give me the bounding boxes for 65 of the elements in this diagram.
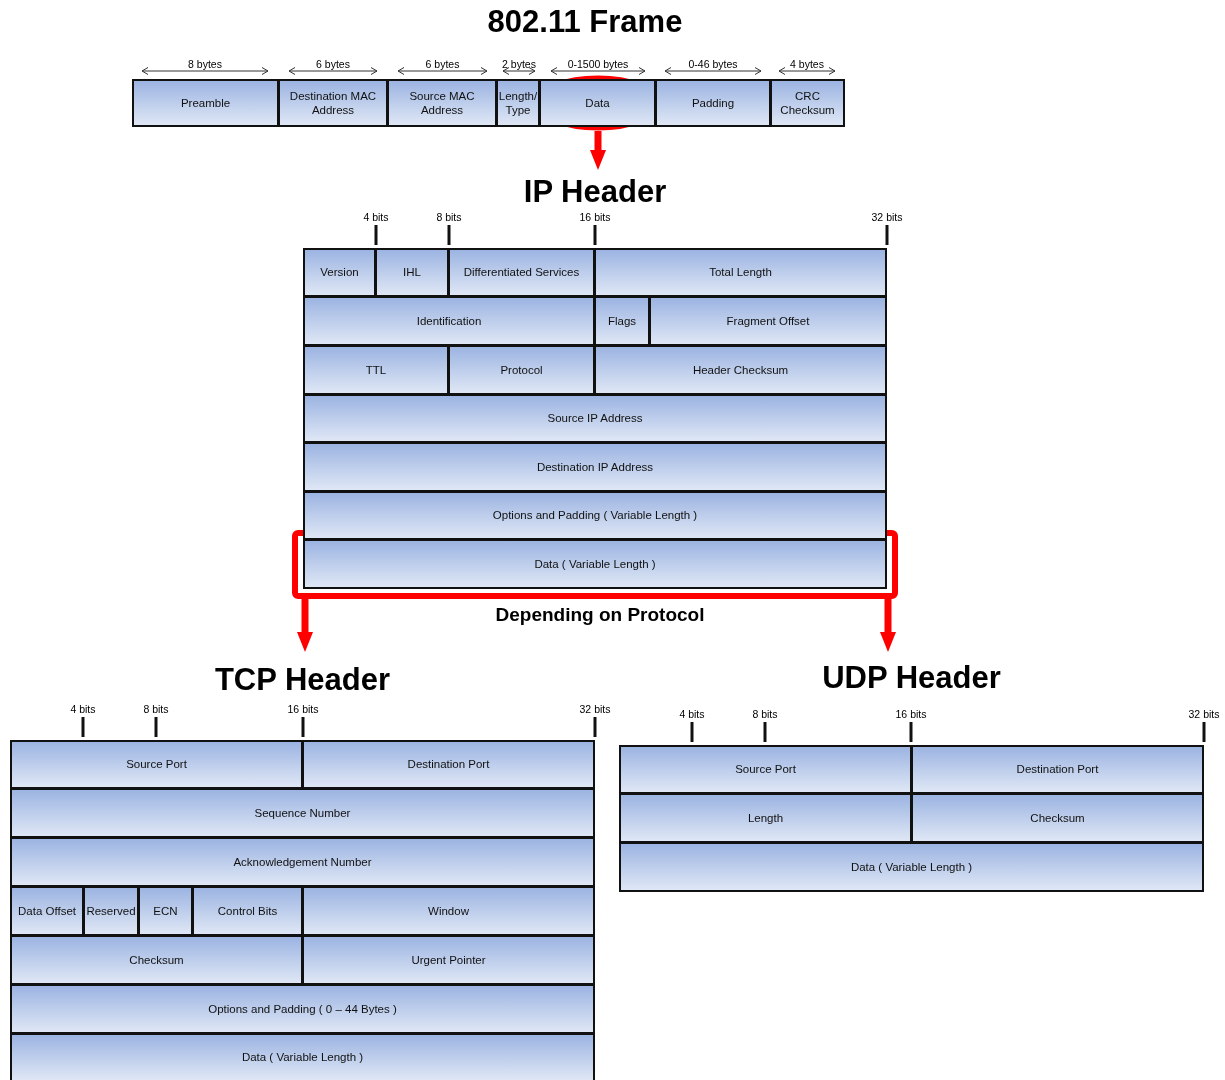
field-cell: Flags [594,296,650,346]
field-cell: Data ( Variable Length ) [303,539,887,589]
field-cell: Protocol [448,345,595,395]
field-cell: Options and Padding ( Variable Length ) [303,491,887,540]
field-cell: Padding [655,79,771,127]
dimension-label: 6 bytes [425,58,460,70]
field-cell: Differentiated Services [448,248,595,297]
field-cell: Destination Port [911,745,1204,794]
bit-label: 4 bits [70,703,96,715]
bit-label: 8 bits [752,708,778,720]
arrow [880,597,896,652]
diagram-title: 802.11 Frame [487,4,683,40]
field-cell: Destination IP Address [303,442,887,492]
field-cell: Checksum [911,793,1204,843]
field-cell: Window [302,886,595,936]
field-cell: Source IP Address [303,394,887,443]
field-cell: Data [539,79,656,127]
field-cell: Source Port [10,740,303,789]
field-cell: Source MAC Address [387,79,497,127]
field-cell: Sequence Number [10,788,595,838]
section-heading: UDP Header [822,660,1001,695]
dimension-label: 6 bytes [316,58,350,70]
field-cell: Total Length [594,248,887,297]
note-text: Depending on Protocol [495,604,705,626]
bit-label: 4 bits [679,708,705,720]
field-cell: Header Checksum [594,345,887,395]
field-cell: Source Port [619,745,912,794]
field-cell: Version [303,248,376,297]
arrow [297,597,313,652]
field-cell: Length/ Type [496,79,540,127]
field-cell: Data ( Variable Length ) [619,842,1204,892]
field-cell: Control Bits [192,886,303,936]
field-cell: IHL [375,248,449,297]
bit-label: 16 bits [579,211,611,223]
field-cell: Destination Port [302,740,595,789]
bit-label: 16 bits [895,708,927,720]
field-cell: Options and Padding ( 0 – 44 Bytes ) [10,984,595,1034]
bit-label: 32 bits [871,211,903,223]
section-heading: IP Header [523,174,667,209]
dimension-label: 4 bytes [790,58,824,70]
field-cell: Fragment Offset [649,296,887,346]
bit-label: 4 bits [363,211,389,223]
dimension-label: 0-46 bytes [688,58,738,70]
bit-label: 32 bits [1188,708,1220,720]
field-cell: Urgent Pointer [302,935,595,985]
field-cell: Length [619,793,912,843]
bit-label: 16 bits [287,703,319,715]
field-cell: Data ( Variable Length ) [10,1033,595,1080]
field-cell: Reserved [83,886,139,936]
field-cell: Identification [303,296,595,346]
field-cell: Acknowledgement Number [10,837,595,887]
bit-label: 32 bits [579,703,611,715]
bit-label: 8 bits [436,211,462,223]
field-cell: Checksum [10,935,303,985]
dimension-label: 8 bytes [188,58,222,70]
field-cell: Destination MAC Address [278,79,388,127]
dimension-label: 0-1500 bytes [567,58,629,70]
field-cell: Preamble [132,79,279,127]
field-cell: TTL [303,345,449,395]
field-cell: CRC Checksum [770,79,845,127]
bit-label: 8 bits [143,703,169,715]
field-cell: Data Offset [10,886,84,936]
field-cell: ECN [138,886,193,936]
dimension-label: 2 bytes [502,58,536,70]
section-heading: TCP Header [214,662,391,697]
